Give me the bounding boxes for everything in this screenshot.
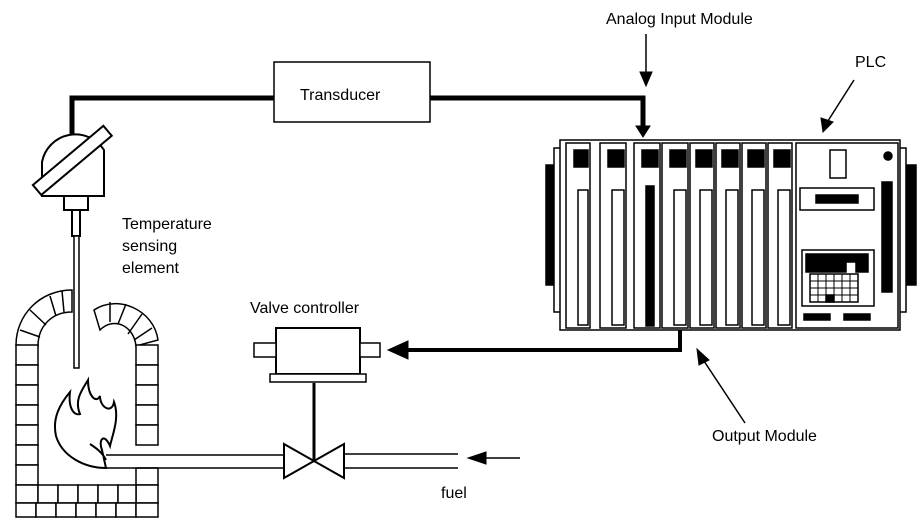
- label-analog-input-module: Analog Input Module: [606, 11, 753, 28]
- transducer-label: Transducer: [300, 87, 381, 104]
- furnace: [15, 289, 159, 518]
- label-valve-controller: Valve controller: [250, 300, 360, 317]
- fuel-pipe: [106, 453, 458, 469]
- label-temperature-line2: sensing: [122, 238, 177, 255]
- valve-controller: [253, 327, 381, 383]
- flame-icon: [54, 376, 118, 470]
- control-valve: [283, 383, 345, 480]
- label-temperature-line1: Temperature: [122, 216, 212, 233]
- label-plc: PLC: [855, 54, 886, 71]
- annotation-arrows: [466, 34, 855, 465]
- transducer: Transducer: [273, 61, 431, 123]
- label-temperature-line3: element: [122, 260, 179, 277]
- plc-rack: [545, 139, 917, 331]
- label-output-module: Output Module: [712, 428, 817, 445]
- output-wire: [386, 328, 682, 360]
- label-fuel: fuel: [441, 485, 467, 502]
- signal-wires: [69, 95, 651, 140]
- temperature-sensor: [31, 124, 114, 369]
